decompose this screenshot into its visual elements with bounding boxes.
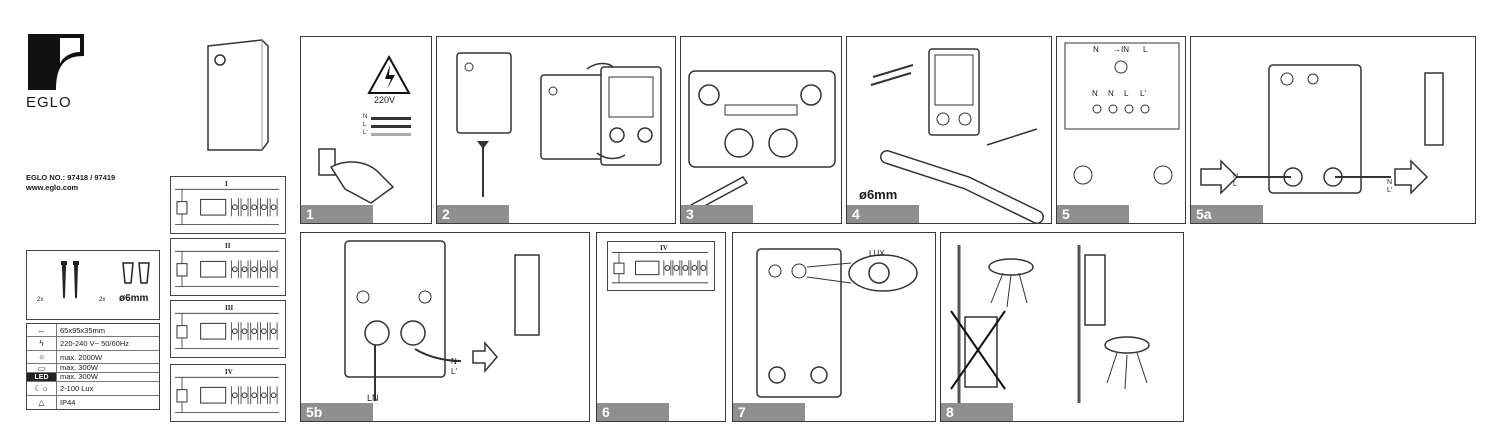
day-night-icon: ☾☼ bbox=[27, 382, 57, 395]
step-number: 4 bbox=[847, 205, 919, 223]
step-5b-panel: LN N L' 5b bbox=[300, 232, 590, 422]
step-number: 5 bbox=[1057, 205, 1129, 223]
hardware-box: 2x 2x ø6mm bbox=[26, 250, 160, 320]
step-number: 5a bbox=[1191, 205, 1263, 223]
plug-size: ø6mm bbox=[119, 293, 149, 304]
screw-icon bbox=[61, 261, 79, 299]
step-5-panel: N →IN L N N L L' 5 bbox=[1056, 36, 1186, 224]
ip-icon: △ bbox=[27, 395, 57, 409]
product-image bbox=[207, 39, 269, 151]
wiring-diagram-2: II bbox=[170, 238, 286, 296]
step-number: 7 bbox=[733, 403, 805, 421]
brand-name: EGLO bbox=[26, 94, 72, 111]
model-number: EGLO NO.: 97418 / 97419 bbox=[26, 173, 116, 182]
wiring-diagram-4-copy: IV bbox=[607, 241, 715, 291]
drill-size-label: ø6mm bbox=[859, 187, 898, 202]
step-number: 2 bbox=[437, 205, 509, 223]
screw-qty: 2x bbox=[37, 297, 44, 303]
spec-row: ☾☼ 2-100 Lux bbox=[27, 382, 159, 396]
wiring-diagram-3: III bbox=[170, 300, 286, 358]
step-number: 3 bbox=[681, 205, 753, 223]
step-4-panel: ø6mm 4 bbox=[846, 36, 1052, 224]
spec-row: ↔ 65x95x35mm bbox=[27, 324, 159, 338]
step-number: 6 bbox=[597, 403, 669, 421]
step-number: 1 bbox=[301, 205, 373, 223]
step-6-panel: IV 6 bbox=[596, 232, 726, 422]
step-7-panel: LUX 7 bbox=[732, 232, 936, 422]
spec-row: LED max. 300W bbox=[27, 373, 159, 383]
led-icon: LED bbox=[27, 373, 57, 382]
bulb-icon: ☼ bbox=[27, 350, 57, 364]
wiring-diagram-1: I bbox=[170, 176, 286, 234]
step-number: 8 bbox=[941, 403, 1013, 421]
step-3-panel: 3 bbox=[680, 36, 842, 224]
spec-row: ϟ 220-240 V~ 50/60Hz bbox=[27, 337, 159, 351]
spec-row: △ IP44 bbox=[27, 395, 159, 409]
spec-row: ▭ max. 300W bbox=[27, 364, 159, 374]
step-1-panel: 220V N L L' 1 bbox=[300, 36, 432, 224]
website-link: www.eglo.com bbox=[26, 183, 79, 192]
eglo-logo-icon bbox=[28, 34, 84, 90]
wiring-diagram-4: IV bbox=[170, 364, 286, 422]
step-5a-panel: N L N L' 5a bbox=[1190, 36, 1476, 224]
step-2-panel: 2 bbox=[436, 36, 676, 224]
spec-row: ☼ max. 2000W bbox=[27, 350, 159, 365]
lux-knob-label: LUX bbox=[869, 249, 885, 258]
dimensions-icon: ↔ bbox=[27, 324, 57, 337]
voltage-icon: ϟ bbox=[27, 337, 57, 350]
voltage-label: 220V bbox=[374, 95, 396, 105]
spec-table: ↔ 65x95x35mm ϟ 220-240 V~ 50/60Hz ☼ max.… bbox=[26, 323, 160, 410]
plug-qty: 2x bbox=[99, 297, 106, 303]
tube-icon: ▭ bbox=[27, 364, 57, 373]
wall-plug-icon bbox=[122, 262, 150, 284]
warning-icon bbox=[367, 54, 411, 94]
step-number: 5b bbox=[301, 403, 373, 421]
step-8-panel: 8 bbox=[940, 232, 1184, 422]
